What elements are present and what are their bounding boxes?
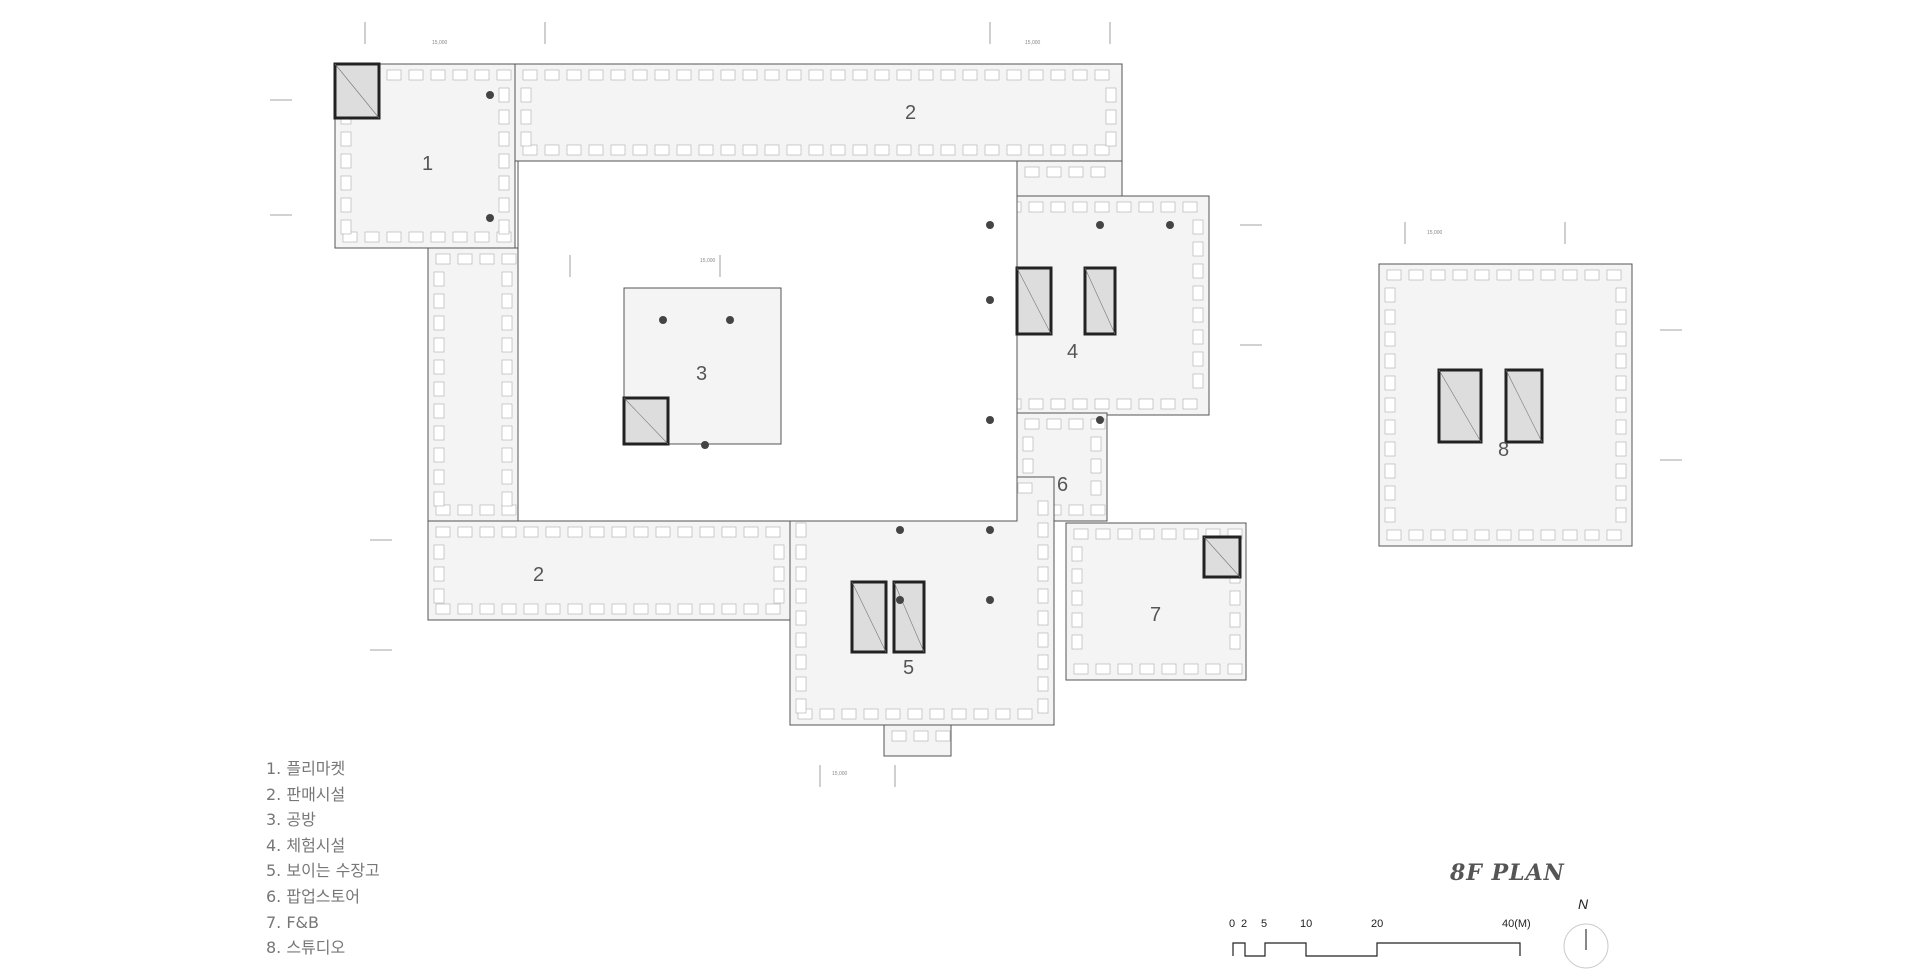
legend-item: 6. 팝업스토어 xyxy=(266,886,360,906)
furniture xyxy=(520,69,1117,156)
zone-1-label: 1 xyxy=(422,153,433,175)
column xyxy=(701,441,709,449)
column xyxy=(896,596,904,604)
zone-3-label: 3 xyxy=(696,363,707,385)
scale-bar xyxy=(1232,942,1521,957)
north-arrow xyxy=(1563,923,1609,969)
column xyxy=(986,526,994,534)
scale-tick: 20 xyxy=(1371,918,1384,930)
column xyxy=(1096,416,1104,424)
dimension-label: 15,000 xyxy=(1025,40,1041,46)
column xyxy=(986,596,994,604)
column xyxy=(896,526,904,534)
column xyxy=(726,316,734,324)
furniture xyxy=(1024,166,1106,178)
furniture xyxy=(1384,269,1627,541)
column xyxy=(659,316,667,324)
furniture xyxy=(433,526,785,615)
column xyxy=(986,416,994,424)
column xyxy=(986,296,994,304)
dimension-label: 15,000 xyxy=(832,771,848,777)
dimension-label: 15,000 xyxy=(432,40,448,46)
dimension-label: 15,000 xyxy=(1427,230,1443,236)
legend: 1. 플리마켓 2. 판매시설 3. 공방 4. 체험시설 5. 보이는 수장고… xyxy=(266,756,380,961)
legend-item: 8. 스튜디오 xyxy=(266,938,346,958)
column xyxy=(986,221,994,229)
column xyxy=(486,91,494,99)
legend-item: 3. 공방 xyxy=(266,810,316,830)
legend-item: 1. 플리마켓 xyxy=(266,759,346,778)
column xyxy=(1166,221,1174,229)
column xyxy=(1096,221,1104,229)
scale-tick: 5 xyxy=(1261,918,1268,930)
zone-8-label: 8 xyxy=(1498,439,1509,461)
zone-2-label: 2 xyxy=(905,102,916,124)
furniture xyxy=(891,730,951,742)
zone-2-label: 2 xyxy=(533,564,544,586)
plan-title: 8F PLAN xyxy=(1450,860,1565,886)
zone-7-label: 7 xyxy=(1150,604,1161,626)
zone-5-label: 5 xyxy=(903,657,914,679)
legend-item: 5. 보이는 수장고 xyxy=(266,861,380,881)
dimension-label: 15,000 xyxy=(700,258,716,264)
legend-item: 7. F&B xyxy=(266,912,320,932)
scale-tick: 40(M) xyxy=(1502,918,1531,930)
scale-tick: 2 xyxy=(1241,918,1248,930)
scale-tick: 0 xyxy=(1229,918,1236,930)
north-label: N xyxy=(1578,896,1589,912)
legend-item: 2. 판매시설 xyxy=(266,784,346,804)
column xyxy=(486,214,494,222)
zone-2-corridor-right xyxy=(1016,160,1123,199)
zone-4-label: 4 xyxy=(1067,341,1078,363)
scale-tick: 10 xyxy=(1300,918,1313,930)
legend-item: 4. 체험시설 xyxy=(266,835,346,855)
zone-2-corridor-bottom xyxy=(427,520,791,621)
zone-6-label: 6 xyxy=(1057,474,1068,496)
furniture xyxy=(433,253,517,516)
